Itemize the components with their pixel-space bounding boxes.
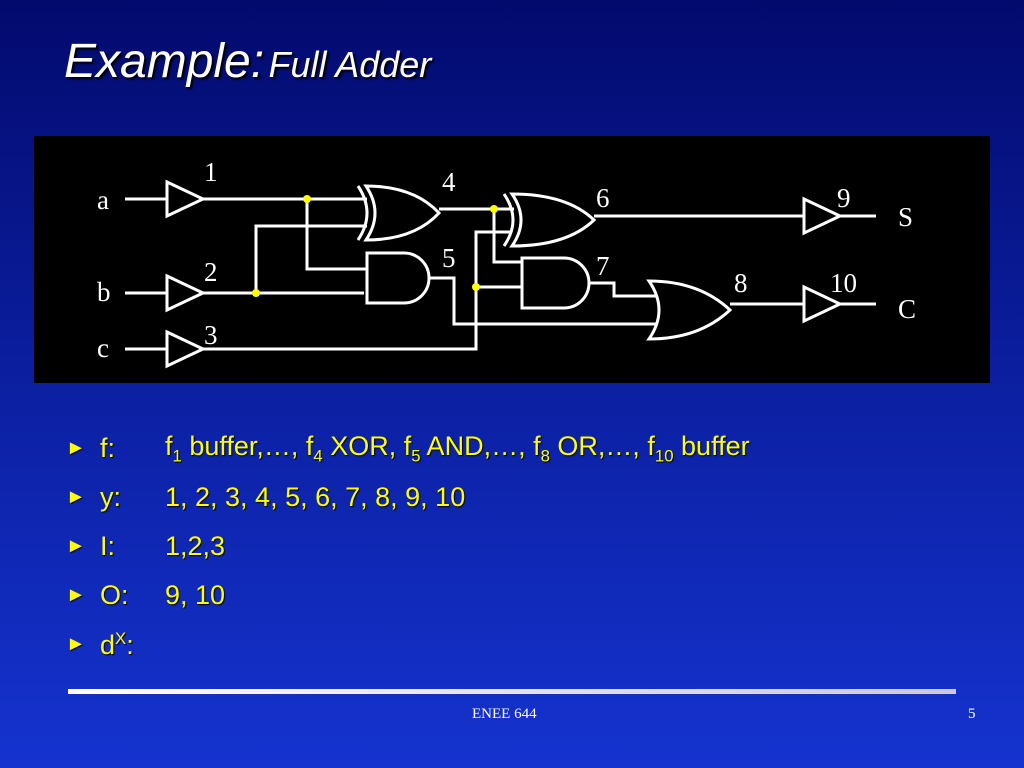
output-label-c: C [898, 294, 916, 324]
buffer-3 [165, 329, 207, 369]
node-label-2: 2 [204, 257, 218, 287]
node-label-7: 7 [596, 251, 610, 281]
bullet-list: ► f: f1 buffer,…, f4 XOR, f5 AND,…, f8 O… [66, 424, 750, 669]
bullet-item-o: ► O: 9, 10 [66, 571, 750, 620]
circuit-diagram: a b c 1 2 3 4 5 6 7 8 9 10 S C [34, 136, 990, 383]
node-label-9: 9 [837, 183, 851, 213]
wire-node-7 [589, 281, 656, 298]
node-label-3: 3 [204, 320, 218, 350]
wire-node-1-branch [305, 199, 367, 271]
circuit-svg: a b c 1 2 3 4 5 6 7 8 9 10 S C [97, 157, 916, 369]
wire-node-5 [429, 276, 656, 326]
node-label-6: 6 [596, 183, 610, 213]
page-number: 5 [968, 706, 976, 722]
node-label-5: 5 [442, 243, 456, 273]
bullet-item-f: ► f: f1 buffer,…, f4 XOR, f5 AND,…, f8 O… [66, 424, 750, 473]
junction-dot-node-4 [490, 205, 498, 213]
buffer-1 [165, 179, 207, 219]
junction-dot-node-1 [303, 195, 311, 203]
input-label-a: a [97, 185, 109, 215]
title-main: Example: [64, 35, 265, 88]
xor-4-gate [363, 184, 442, 242]
bullet-text: f1 buffer,…, f4 XOR, f5 AND,…, f8 OR,…, … [165, 430, 750, 466]
buffer-9 [802, 196, 844, 236]
or-8-gate [646, 279, 733, 341]
input-label-c: c [97, 333, 109, 363]
output-label-s: S [898, 202, 913, 232]
buffer-10 [802, 284, 844, 324]
bullet-item-y: ► y: 1, 2, 3, 4, 5, 6, 7, 8, 9, 10 [66, 473, 750, 522]
junction-dot-node-3 [472, 283, 480, 291]
bullet-label: dX: [100, 628, 134, 660]
node-label-8: 8 [734, 268, 748, 298]
triangle-bullet-icon: ► [66, 633, 86, 655]
slide-title: Example: Full Adder [64, 34, 431, 89]
bullet-text: 1, 2, 3, 4, 5, 6, 7, 8, 9, 10 [165, 482, 466, 512]
title-sub: Full Adder [268, 44, 432, 85]
bullet-label: y: [100, 482, 122, 512]
bullet-item-dx: ► dX: [66, 620, 750, 669]
wire-node-2-branch [254, 224, 367, 293]
xor-6-gate [509, 192, 597, 248]
triangle-bullet-icon: ► [66, 437, 86, 459]
junction-dot-node-2 [252, 289, 260, 297]
node-label-1: 1 [204, 157, 218, 187]
input-label-b: b [97, 277, 111, 307]
footer-divider [68, 689, 956, 694]
bullet-label: f: [100, 433, 116, 463]
wire-node-4-branch [492, 209, 522, 264]
triangle-bullet-icon: ► [66, 535, 86, 557]
wire-node-3 [203, 230, 512, 351]
xor-4-back-arc [356, 185, 369, 241]
triangle-bullet-icon: ► [66, 584, 86, 606]
bullet-text: 1,2,3 [165, 531, 226, 561]
bullet-text: 9, 10 [165, 580, 226, 610]
and-5-gate [365, 251, 431, 305]
footer-course: ENEE 644 [472, 706, 537, 722]
xor-6-back-arc [502, 193, 515, 247]
bullet-label: O: [100, 580, 129, 610]
triangle-bullet-icon: ► [66, 486, 86, 508]
node-label-10: 10 [830, 268, 857, 298]
and-7-gate [520, 256, 591, 310]
buffer-2 [165, 273, 207, 313]
bullet-label: I: [100, 531, 116, 561]
bullet-item-i: ► I: 1,2,3 [66, 522, 750, 571]
node-label-4: 4 [442, 167, 456, 197]
